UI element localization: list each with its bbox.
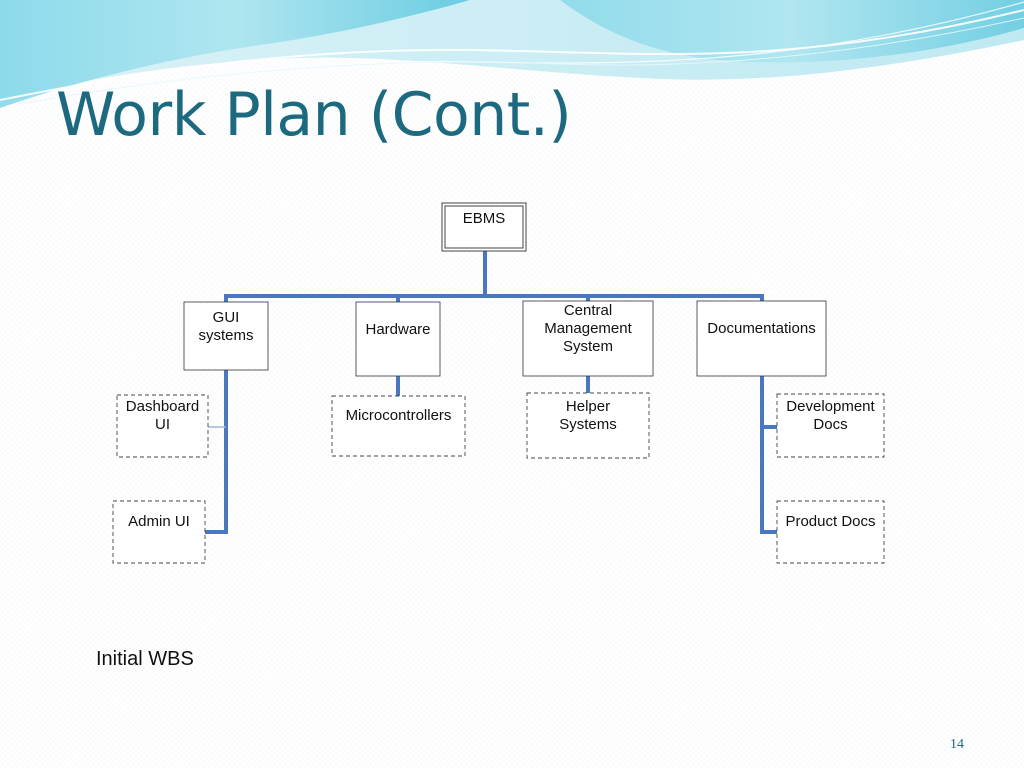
branch-box-hardware (355, 301, 441, 377)
branch-label-central-management: Central Management System (544, 302, 632, 355)
branch-label-documentations: Documentations (707, 320, 816, 337)
branch-box-documentations (696, 300, 827, 377)
child-box-helper-systems (526, 392, 650, 459)
child-box-microcontrollers (331, 395, 466, 457)
slide-title: Work Plan (Cont.) (56, 80, 572, 150)
root-node-inner-border (444, 205, 524, 249)
page-number: 14 (950, 737, 964, 752)
child-label-development-docs: Development Docs (786, 398, 875, 433)
connector-lines (203, 248, 779, 534)
header-wave-decoration (0, 0, 1024, 111)
branch-label-gui-systems: GUI systems (198, 309, 254, 344)
branch-box-gui-systems (183, 301, 269, 371)
child-label-microcontrollers: Microcontrollers (345, 407, 452, 424)
root-node-label: EBMS (462, 210, 506, 227)
child-label-product-docs: Product Docs (785, 513, 876, 530)
root-node-box (441, 202, 527, 252)
child-label-admin-ui: Admin UI (128, 513, 190, 530)
child-box-product-docs (776, 500, 885, 564)
child-box-development-docs (776, 393, 885, 458)
child-label-dashboard-ui: Dashboard UI (125, 398, 200, 433)
diagram-caption: Initial WBS (96, 648, 194, 670)
branch-box-central-management (522, 300, 654, 377)
branch-label-hardware: Hardware (365, 321, 431, 338)
child-box-dashboard-ui (116, 394, 209, 458)
child-box-admin-ui (112, 500, 206, 564)
child-label-helper-systems: Helper Systems (559, 398, 617, 433)
